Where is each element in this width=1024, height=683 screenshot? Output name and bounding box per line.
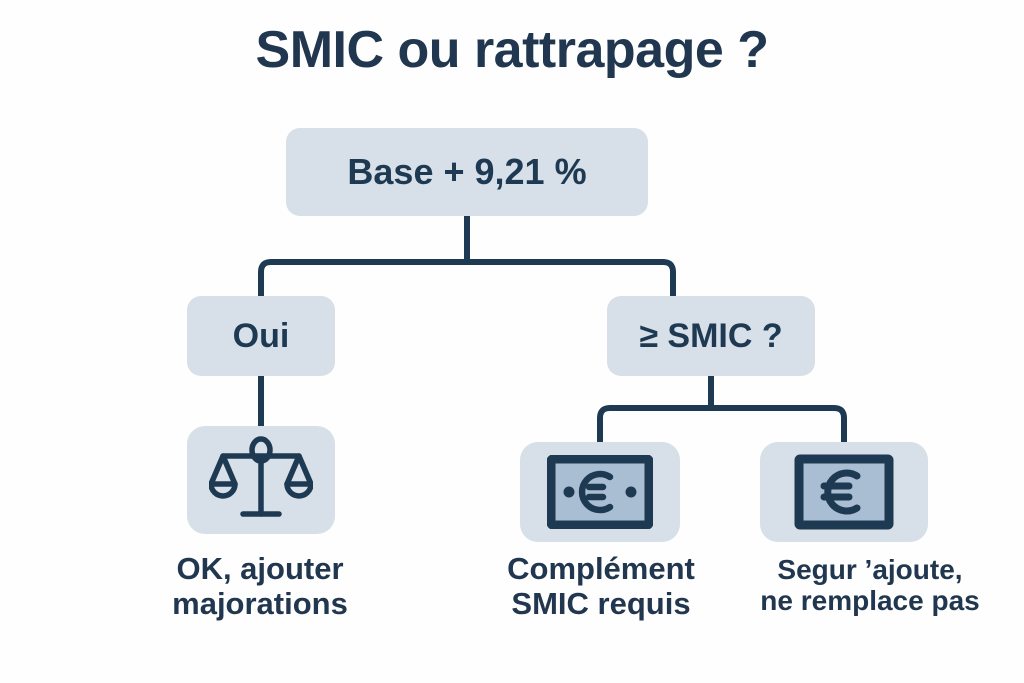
wire-smic-split	[597, 405, 847, 445]
wire-root-split	[258, 259, 676, 299]
root-node[interactable]: Base + 9,21 %	[286, 128, 648, 216]
caption-middle: Complément SMIC requis	[507, 551, 695, 621]
branch-node-smic[interactable]: ≥ SMIC ?	[607, 296, 815, 376]
icon-card-scales[interactable]	[187, 426, 335, 534]
euro-card-icon	[794, 454, 894, 530]
branch-node-oui[interactable]: Oui	[187, 296, 335, 376]
branch-node-oui-label: Oui	[232, 316, 290, 355]
caption-right: Segur ’ajoute, ne remplace pas	[760, 554, 980, 617]
root-node-label: Base + 9,21 %	[347, 151, 587, 192]
banknote-euro-icon	[547, 455, 653, 529]
page-title: SMIC ou rattrapage ?	[255, 21, 769, 79]
scales-icon	[209, 436, 313, 517]
caption-left: OK, ajouter majorations	[172, 551, 348, 621]
icon-card-euro[interactable]	[760, 442, 928, 542]
branch-node-smic-label: ≥ SMIC ?	[639, 316, 783, 355]
icon-card-banknote[interactable]	[520, 442, 680, 542]
